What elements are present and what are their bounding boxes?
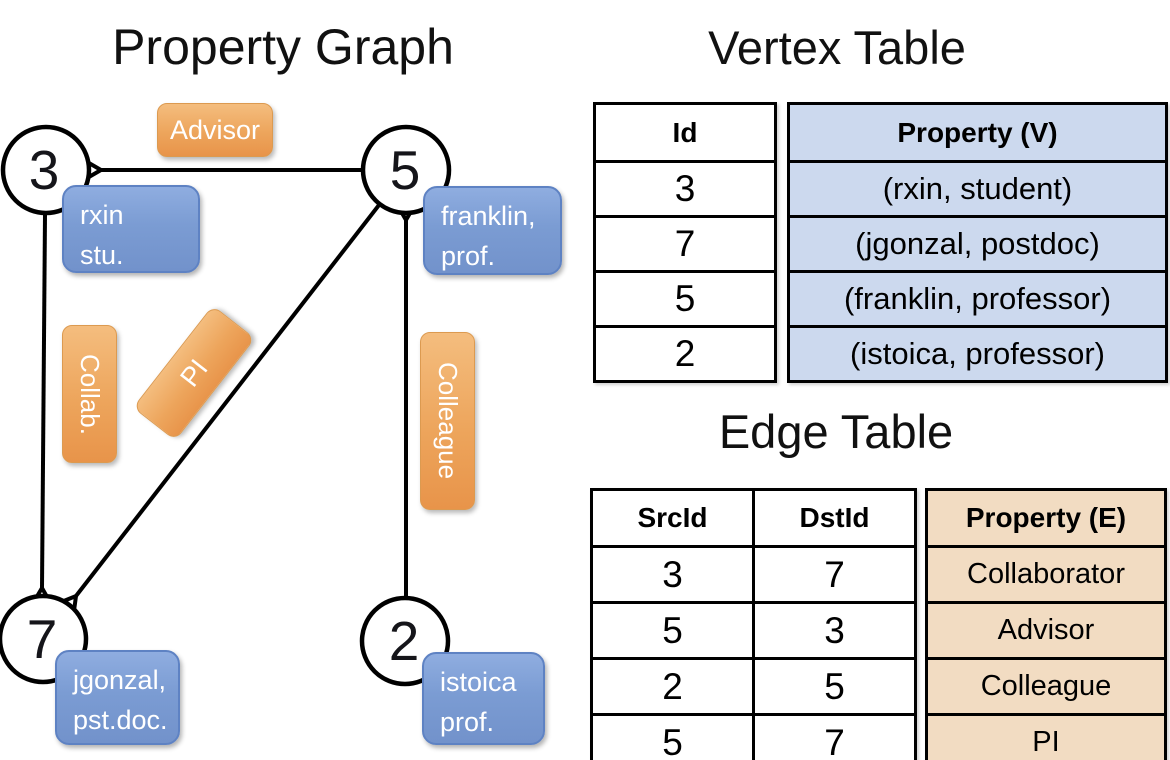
edge-label-collab: Collab. <box>62 325 117 463</box>
node-7-property-box: jgonzal, pst.doc. <box>55 650 180 745</box>
edge-label-colleague-text: Colleague <box>433 362 463 480</box>
edge-label-pi-text: PI <box>173 353 214 392</box>
edge-3-to-7-line <box>28 214 55 610</box>
edge-5-to-7-line <box>53 203 381 620</box>
edge-table-property-cell: PI <box>928 713 1164 760</box>
graph-canvas: 3 5 7 2 <box>0 124 452 687</box>
edge-table-dst-cell: 3 <box>752 604 914 657</box>
vertex-table-property-column: Property (V) (rxin, student) (jgonzal, p… <box>787 102 1168 383</box>
edge-table-property-cell: Advisor <box>928 601 1164 657</box>
edge-table-dstid-header: DstId <box>752 491 914 545</box>
node-3-prop-line2: stu. <box>80 240 124 270</box>
node-2-property-box: istoica prof. <box>422 652 545 745</box>
edge-table-src-cell: 3 <box>662 553 683 595</box>
edge-table-property-cell: Colleague <box>928 657 1164 713</box>
vertex-table-property-cell: (franklin, professor) <box>790 270 1165 325</box>
node-2-prop-line2: prof. <box>440 707 495 737</box>
vertex-table-title: Vertex Table <box>708 21 966 74</box>
edge-table-dst-cell: 5 <box>752 660 914 713</box>
node-3-prop-line1: rxin <box>80 200 124 230</box>
edge-table-src-cell: 5 <box>662 609 683 651</box>
edge-table-property-column: Property (E) Collaborator Advisor Collea… <box>925 488 1167 760</box>
node-5-id: 5 <box>390 139 421 201</box>
edge-table-id-columns: SrcId DstId 3 7 5 3 2 5 5 7 <box>590 488 917 760</box>
vertex-table-id-header: Id <box>672 116 698 148</box>
node-5-property-box: franklin, prof. <box>423 186 562 275</box>
edge-table-src-cell: 5 <box>662 721 683 760</box>
edge-label-advisor-text: Advisor <box>169 114 261 145</box>
edge-table-dst-cell: 7 <box>752 548 914 601</box>
property-graph-title: Property Graph <box>112 19 454 75</box>
node-3-property-box: rxin stu. <box>62 185 200 273</box>
edge-table-title: Edge Table <box>718 405 954 458</box>
vertex-table-id-cell: 7 <box>596 215 774 270</box>
edge-label-collab-text: Collab. <box>75 353 105 435</box>
vertex-table-property-cell: (rxin, student) <box>790 160 1165 215</box>
node-5-prop-line1: franklin, <box>441 201 536 231</box>
node-2-id: 2 <box>389 610 420 672</box>
node-2-prop-line1: istoica <box>440 667 517 697</box>
node-7-prop-line2: pst.doc. <box>73 705 168 735</box>
node-7-id: 7 <box>27 608 58 670</box>
edge-table-row: 5 7 <box>593 713 914 760</box>
edge-table-row: 2 5 <box>593 657 914 713</box>
edge-label-colleague: Colleague <box>420 332 475 510</box>
vertex-table-id-cell: 5 <box>596 270 774 325</box>
node-7-prop-line1: jgonzal, <box>73 665 167 695</box>
edge-table-row: 3 7 <box>593 545 914 601</box>
edge-table-row: 5 3 <box>593 601 914 657</box>
edge-table-src-cell: 2 <box>662 665 683 707</box>
vertex-table-property-cell: (jgonzal, postdoc) <box>790 215 1165 270</box>
edge-table-srcid-header: SrcId <box>637 502 708 533</box>
node-3-id: 3 <box>29 139 60 201</box>
edge-label-advisor: Advisor <box>157 103 273 157</box>
vertex-table-property-cell: (istoica, professor) <box>790 325 1165 380</box>
vertex-table-id-cell: 2 <box>596 325 774 380</box>
node-5-prop-line2: prof. <box>441 241 496 271</box>
edge-table-property-cell: Collaborator <box>928 545 1164 601</box>
edge-table-dst-cell: 7 <box>752 716 914 760</box>
vertex-table-property-header: Property (V) <box>897 116 1058 148</box>
edge-table-header-row: SrcId DstId <box>593 491 914 545</box>
vertex-table-id-cell: 3 <box>596 160 774 215</box>
edge-table-property-header: Property (E) <box>965 502 1127 533</box>
vertex-table-id-column: Id 3 7 5 2 <box>593 102 777 383</box>
